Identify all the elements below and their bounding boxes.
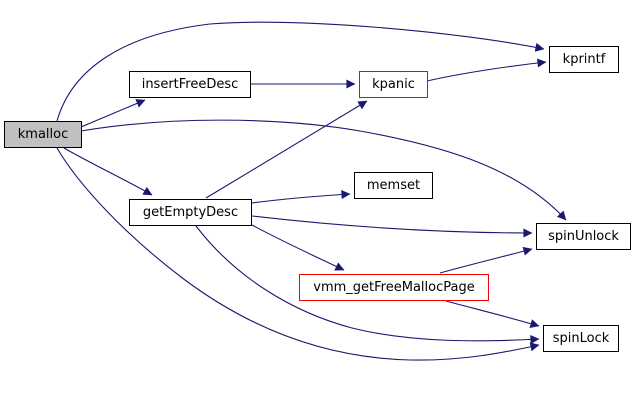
node-spinLock[interactable]: spinLock xyxy=(543,325,619,352)
node-kprintf[interactable]: kprintf xyxy=(549,46,619,73)
edge-vmm_getFreeMallocPage-to-spinUnlock xyxy=(439,246,533,274)
edge-kmalloc-to-getEmptyDesc xyxy=(63,147,153,196)
edge-kmalloc-to-kprintf xyxy=(56,21,545,122)
node-kpanic[interactable]: kpanic xyxy=(359,71,428,98)
edge-kmalloc-to-spinLock xyxy=(56,147,540,361)
edge-kmalloc-to-insertFreeDesc xyxy=(80,99,146,128)
edge-getEmptyDesc-to-kpanic xyxy=(205,100,368,199)
node-memset[interactable]: memset xyxy=(354,172,433,199)
edge-getEmptyDesc-to-memset xyxy=(251,190,351,204)
node-insertFreeDesc[interactable]: insertFreeDesc xyxy=(129,71,251,98)
node-vmm_getFreeMallocPage[interactable]: vmm_getFreeMallocPage xyxy=(299,274,489,301)
edge-kmalloc-to-spinUnlock xyxy=(80,119,567,221)
edge-getEmptyDesc-to-vmm_getFreeMallocPage xyxy=(251,224,345,271)
edge-getEmptyDesc-to-spinUnlock xyxy=(251,215,533,238)
node-getEmptyDesc[interactable]: getEmptyDesc xyxy=(129,199,252,226)
node-spinUnlock[interactable]: spinUnlock xyxy=(536,223,631,250)
node-kmalloc[interactable]: kmalloc xyxy=(4,121,82,148)
edge-kpanic-to-kprintf xyxy=(426,58,547,82)
edge-vmm_getFreeMallocPage-to-spinLock xyxy=(445,300,540,328)
edge-getEmptyDesc-to-spinLock xyxy=(195,225,540,344)
